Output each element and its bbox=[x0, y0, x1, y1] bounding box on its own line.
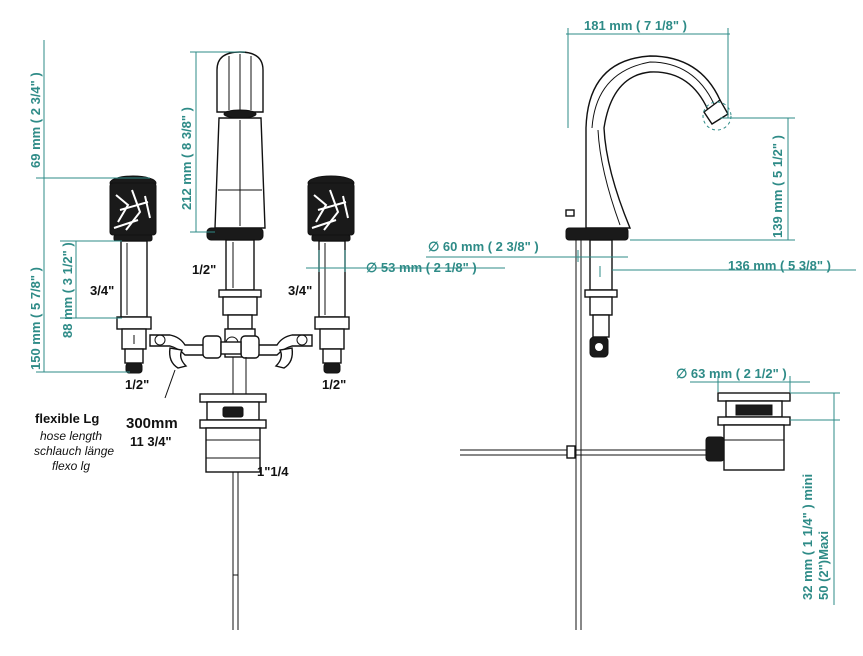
label-left-three-quarter: 3/4" bbox=[90, 283, 114, 298]
hose-length-mm: 300mm bbox=[126, 415, 178, 432]
dim-total-height: 150 mm ( 5 7/8" ) bbox=[28, 267, 43, 370]
dim-50-maxi: 50 (2")Maxi bbox=[816, 531, 831, 600]
waste-size: 1"1/4 bbox=[257, 464, 289, 479]
dim-base-diameter: ∅ 60 mm ( 2 3/8" ) bbox=[428, 239, 539, 254]
dim-63-diameter: ∅ 63 mm ( 2 1/2" ) bbox=[676, 366, 787, 381]
hose-length-in: 11 3/4" bbox=[130, 434, 172, 449]
flexible-fr: flexo lg bbox=[52, 459, 90, 473]
dim-reach: 181 mm ( 7 1/8" ) bbox=[584, 18, 687, 33]
connector-hoses bbox=[149, 334, 313, 399]
popup-waste bbox=[199, 357, 267, 630]
flexible-en: hose length bbox=[40, 429, 102, 443]
dim-53-diameter: ∅ 53 mm ( 2 1/8" ) bbox=[366, 260, 477, 275]
front-labels: 212 mm ( 8 3/8" ) 69 mm ( 2 3/4" ) 150 m… bbox=[28, 72, 477, 479]
side-view: 181 mm ( 7 1/8" ) 139 mm ( 5 1/2" ) ∅ 60… bbox=[426, 18, 856, 630]
dim-spout-rise: 139 mm ( 5 1/2" ) bbox=[770, 135, 785, 238]
front-dimension-lines bbox=[36, 40, 505, 373]
dim-spout-height: 212 mm ( 8 3/8" ) bbox=[179, 107, 194, 210]
label-right-half-inch: 1/2" bbox=[322, 377, 346, 392]
side-dimension-lines bbox=[426, 28, 856, 605]
center-spout bbox=[206, 51, 266, 358]
dim-32-mini: 32 mm ( 1 1/4" ) mini bbox=[800, 474, 815, 600]
left-handle bbox=[109, 175, 157, 374]
flexible-title: flexible Lg bbox=[35, 411, 99, 426]
side-labels: 181 mm ( 7 1/8" ) 139 mm ( 5 1/2" ) ∅ 60… bbox=[428, 18, 831, 600]
dim-88: 88 mm ( 3 1/2" ) bbox=[60, 242, 75, 338]
label-center-half-inch: 1/2" bbox=[192, 262, 216, 277]
flexible-de: schlauch länge bbox=[34, 444, 114, 458]
label-right-three-quarter: 3/4" bbox=[288, 283, 312, 298]
label-left-half-inch: 1/2" bbox=[125, 377, 149, 392]
right-handle bbox=[307, 175, 355, 374]
side-spout bbox=[460, 55, 732, 630]
dim-handle-height: 69 mm ( 2 3/4" ) bbox=[28, 72, 43, 168]
dim-136: 136 mm ( 5 3/8" ) bbox=[728, 258, 831, 273]
side-waste bbox=[705, 392, 791, 471]
front-view: 212 mm ( 8 3/8" ) 69 mm ( 2 3/4" ) 150 m… bbox=[28, 40, 505, 630]
